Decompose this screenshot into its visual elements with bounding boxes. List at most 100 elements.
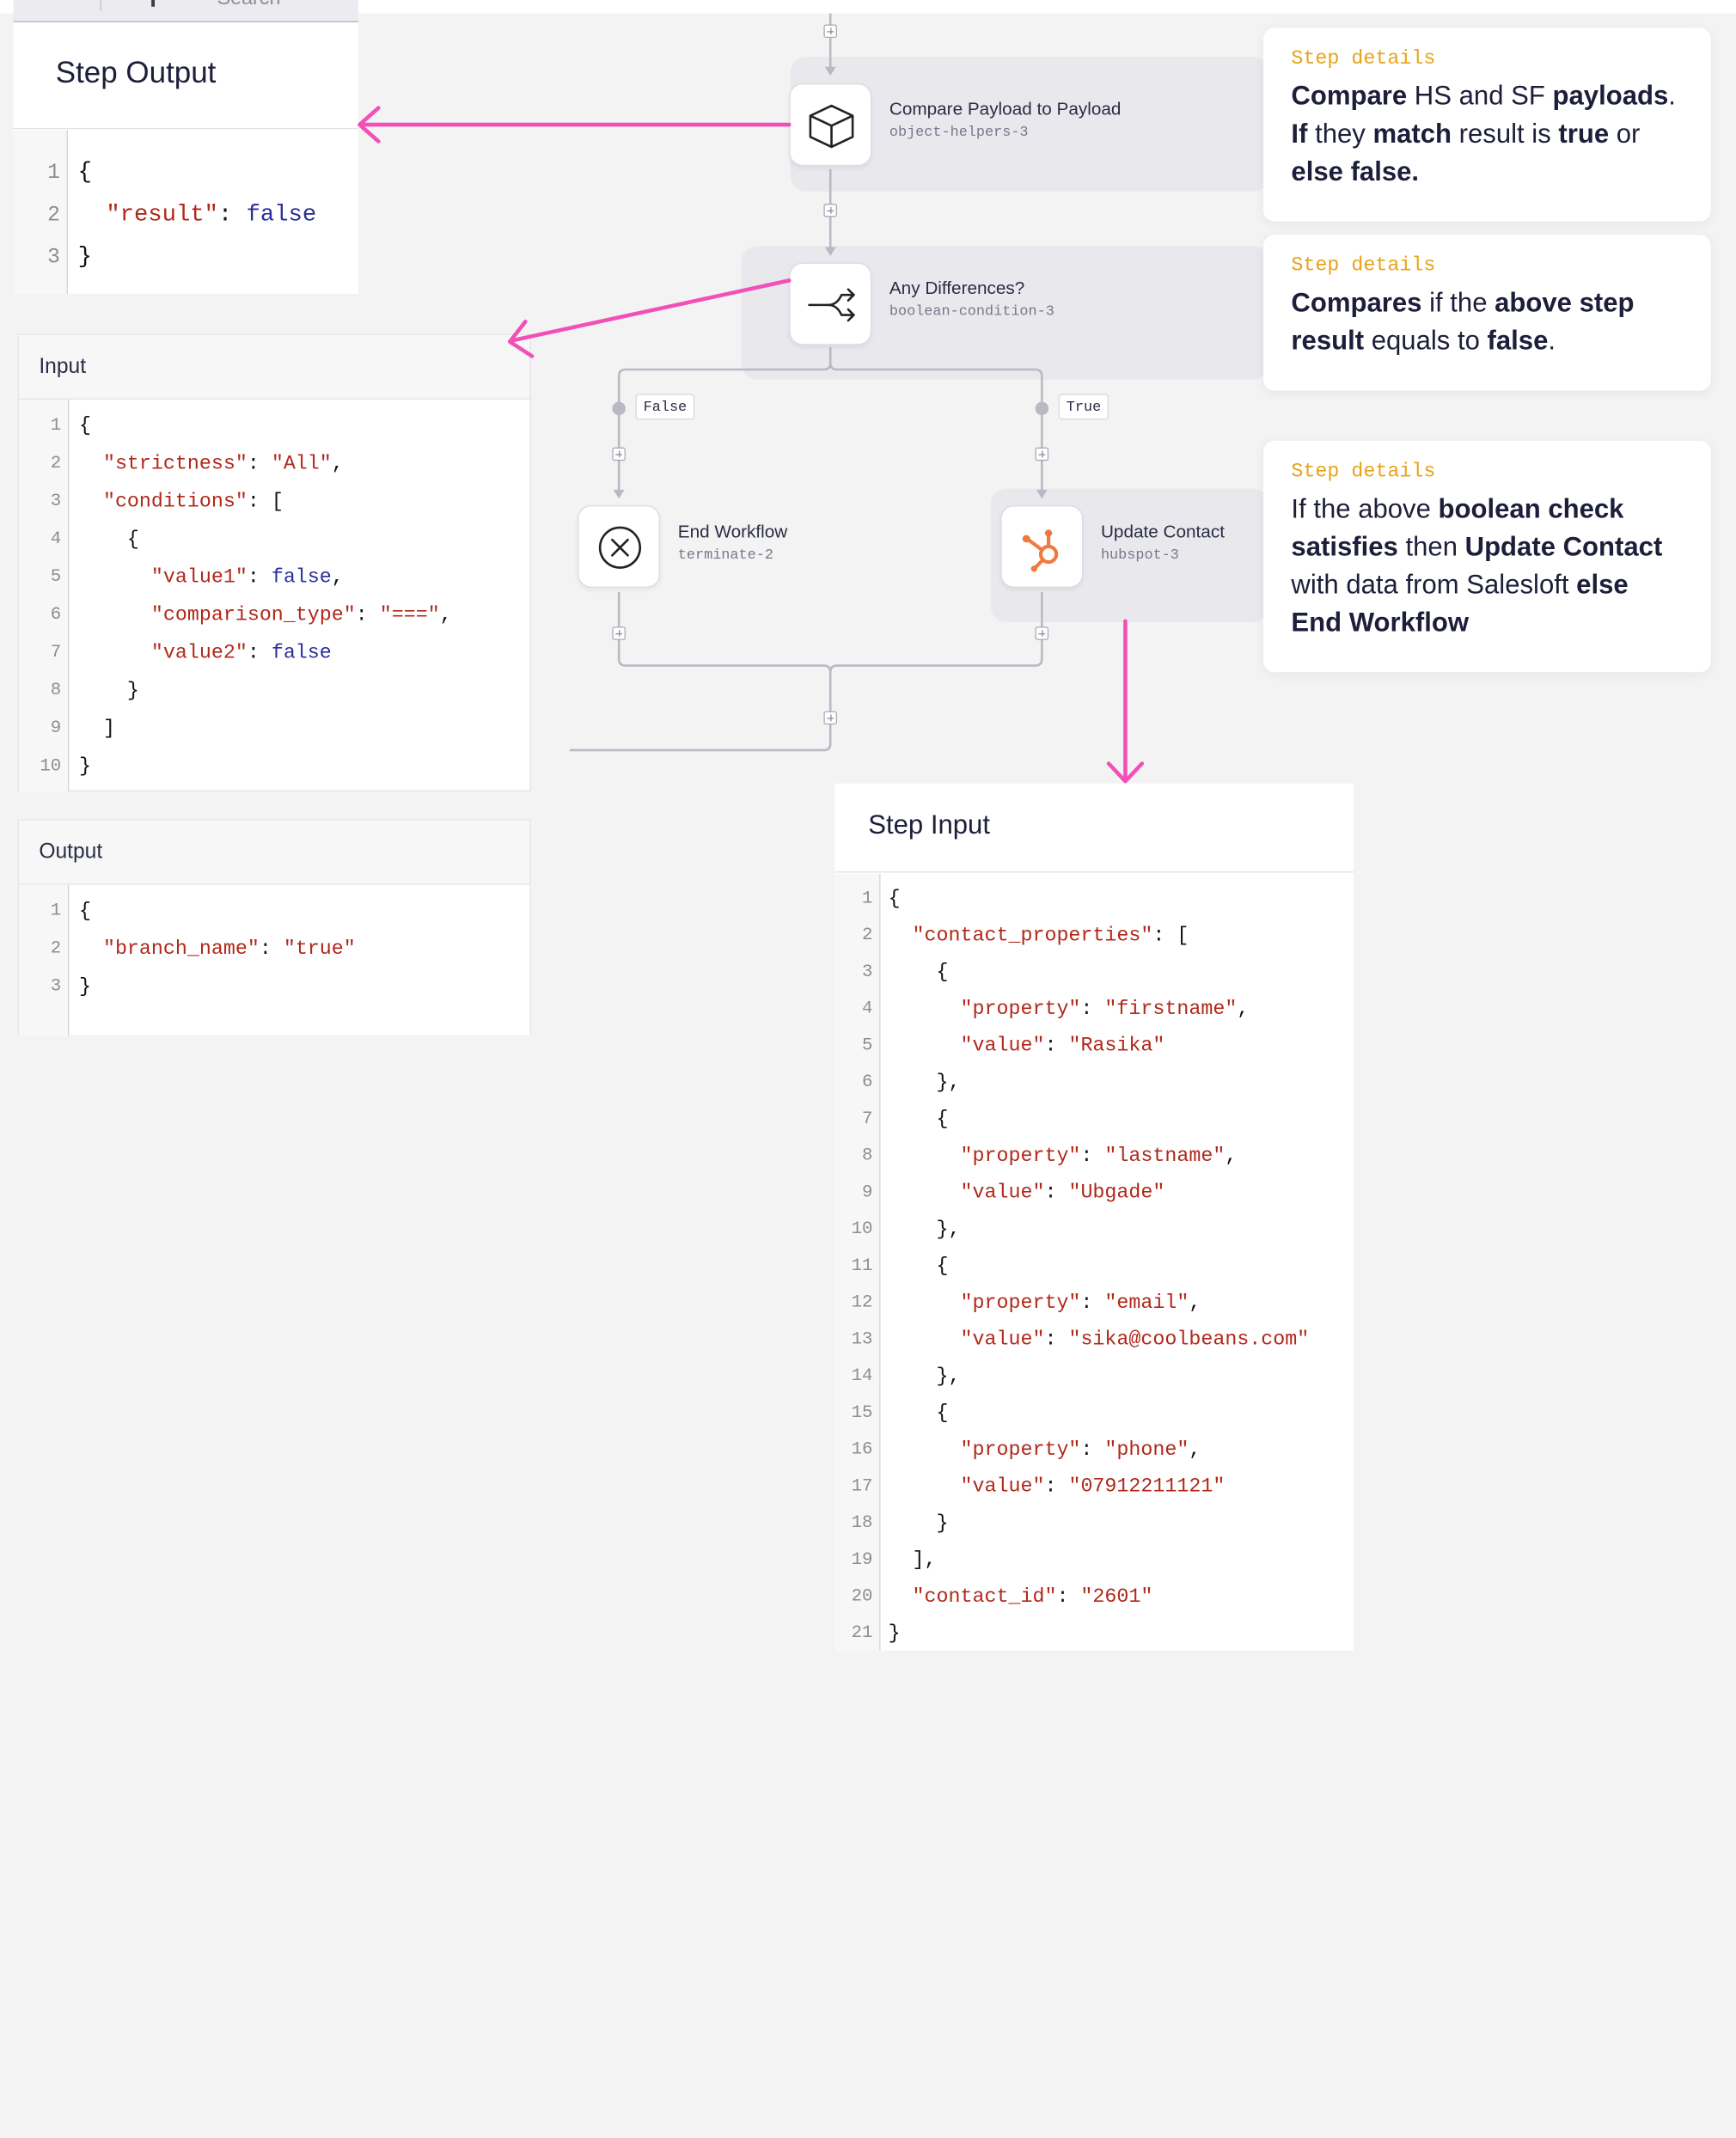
json-string: "email" xyxy=(1104,1292,1189,1315)
step-input-header: Step Input xyxy=(834,783,1354,873)
compare-node-title[interactable]: Compare Payload to Payload xyxy=(889,100,1122,119)
search-icon xyxy=(151,0,156,7)
code-line: } xyxy=(79,976,91,999)
close-circle-icon xyxy=(598,526,642,569)
line-gutter xyxy=(13,130,69,294)
json-string: "Ubgade" xyxy=(1068,1182,1165,1205)
json-punctuation: : xyxy=(1080,998,1105,1021)
emphasis-text: payloads xyxy=(1552,81,1669,112)
body-text: equals to xyxy=(1364,326,1488,357)
search-bar[interactable]: Search xyxy=(13,0,359,22)
line-number: 10 xyxy=(851,1219,873,1239)
line-number: 2 xyxy=(50,453,62,473)
json-punctuation: : xyxy=(247,566,272,589)
code-line: } xyxy=(79,680,139,702)
add-step-button[interactable] xyxy=(823,711,837,725)
code-line: "value": "Rasika" xyxy=(889,1035,1165,1058)
line-number: 13 xyxy=(851,1329,873,1349)
compare-step-node[interactable] xyxy=(789,83,872,166)
body-text: HS and SF xyxy=(1407,81,1553,112)
differences-node-title[interactable]: Any Differences? xyxy=(889,279,1025,299)
line-number: 8 xyxy=(50,680,62,700)
json-punctuation: , xyxy=(1189,1439,1201,1462)
json-punctuation xyxy=(889,1145,961,1168)
json-punctuation xyxy=(79,938,103,961)
json-string: "property" xyxy=(960,998,1081,1021)
body-text: . xyxy=(1548,326,1556,357)
line-number: 1 xyxy=(50,415,62,436)
end-node-title[interactable]: End Workflow xyxy=(677,522,788,542)
emphasis-text: End Workflow xyxy=(1291,608,1470,638)
json-punctuation xyxy=(889,1586,913,1609)
code-line: "value2": false xyxy=(79,642,332,664)
line-number: 12 xyxy=(851,1292,873,1313)
json-punctuation xyxy=(889,1035,961,1058)
false-branch-label: False xyxy=(635,394,695,420)
json-string: "strictness" xyxy=(102,453,248,476)
end-workflow-step-node[interactable] xyxy=(578,505,661,588)
step-input-panel: Step Input 1{2 "contact_properties": [3 … xyxy=(834,783,1354,1651)
line-number: 5 xyxy=(861,1035,873,1055)
step-output-title-text: Step Output xyxy=(55,55,217,89)
code-line: "contact_properties": [ xyxy=(889,925,1189,947)
step-input-title: Step Input xyxy=(868,809,990,840)
line-number: 7 xyxy=(861,1109,873,1129)
differences-node-subtitle: boolean-condition-3 xyxy=(889,302,1054,320)
add-step-button[interactable] xyxy=(612,626,626,640)
update-contact-step-node[interactable] xyxy=(1000,505,1084,588)
add-step-button[interactable] xyxy=(823,24,837,39)
add-step-button[interactable] xyxy=(1035,447,1049,461)
json-string: "value1" xyxy=(150,566,248,589)
json-punctuation: } xyxy=(77,244,92,271)
card-label: Step details xyxy=(1291,461,1436,484)
json-punctuation xyxy=(889,925,913,947)
json-string: "All" xyxy=(271,453,332,476)
json-string: "branch_name" xyxy=(102,938,260,961)
update-node-title[interactable]: Update Contact xyxy=(1100,522,1225,542)
json-punctuation: ], xyxy=(888,1549,937,1572)
code-line: }, xyxy=(889,1365,961,1388)
json-string: "value2" xyxy=(150,642,248,665)
add-step-button[interactable] xyxy=(1035,626,1049,640)
search-placeholder[interactable]: Search xyxy=(217,0,281,10)
line-number: 20 xyxy=(851,1585,873,1606)
body-text: they xyxy=(1307,119,1373,150)
code-line: "result": false xyxy=(78,203,316,229)
step-output-title: Step Output xyxy=(13,21,359,130)
json-string: "value" xyxy=(960,1475,1045,1499)
card-body: Compare HS and SF payloads. If they matc… xyxy=(1291,78,1683,192)
json-string: "07912211121" xyxy=(1068,1475,1226,1499)
code-line: { xyxy=(79,415,91,437)
json-punctuation: , xyxy=(331,453,344,476)
json-punctuation xyxy=(889,1439,961,1462)
json-boolean: false xyxy=(271,642,332,665)
emphasis-text: else xyxy=(1576,570,1629,601)
line-number: 16 xyxy=(851,1439,873,1460)
emphasis-text: Compares xyxy=(1291,288,1422,319)
emphasis-text: false xyxy=(1487,326,1549,357)
code-line: ], xyxy=(889,1549,937,1572)
add-step-button[interactable] xyxy=(823,204,837,217)
json-punctuation: } xyxy=(78,755,91,779)
json-punctuation: } xyxy=(78,975,91,999)
json-punctuation: , xyxy=(439,604,452,627)
json-punctuation: , xyxy=(1189,1292,1201,1315)
json-punctuation xyxy=(889,999,961,1021)
body-text: with data from Salesloft xyxy=(1291,570,1577,601)
json-punctuation: : xyxy=(1080,1292,1105,1315)
differences-step-node[interactable] xyxy=(789,262,872,345)
code-line: "property": "lastname", xyxy=(889,1145,1238,1168)
json-string: "2601" xyxy=(1080,1585,1153,1609)
json-punctuation: : [ xyxy=(247,491,284,514)
line-number: 5 xyxy=(50,566,62,587)
code-line: { xyxy=(889,1402,949,1425)
json-punctuation: { xyxy=(888,888,901,911)
cube-icon xyxy=(809,104,854,149)
add-step-button[interactable] xyxy=(612,447,626,461)
json-punctuation: { xyxy=(888,1109,949,1131)
json-string: "contact_id" xyxy=(912,1585,1057,1609)
code-line: "property": "firstname", xyxy=(889,999,1250,1021)
code-line: { xyxy=(889,1109,949,1131)
json-punctuation: : xyxy=(1044,1329,1069,1352)
code-line: "value1": false, xyxy=(79,566,344,589)
